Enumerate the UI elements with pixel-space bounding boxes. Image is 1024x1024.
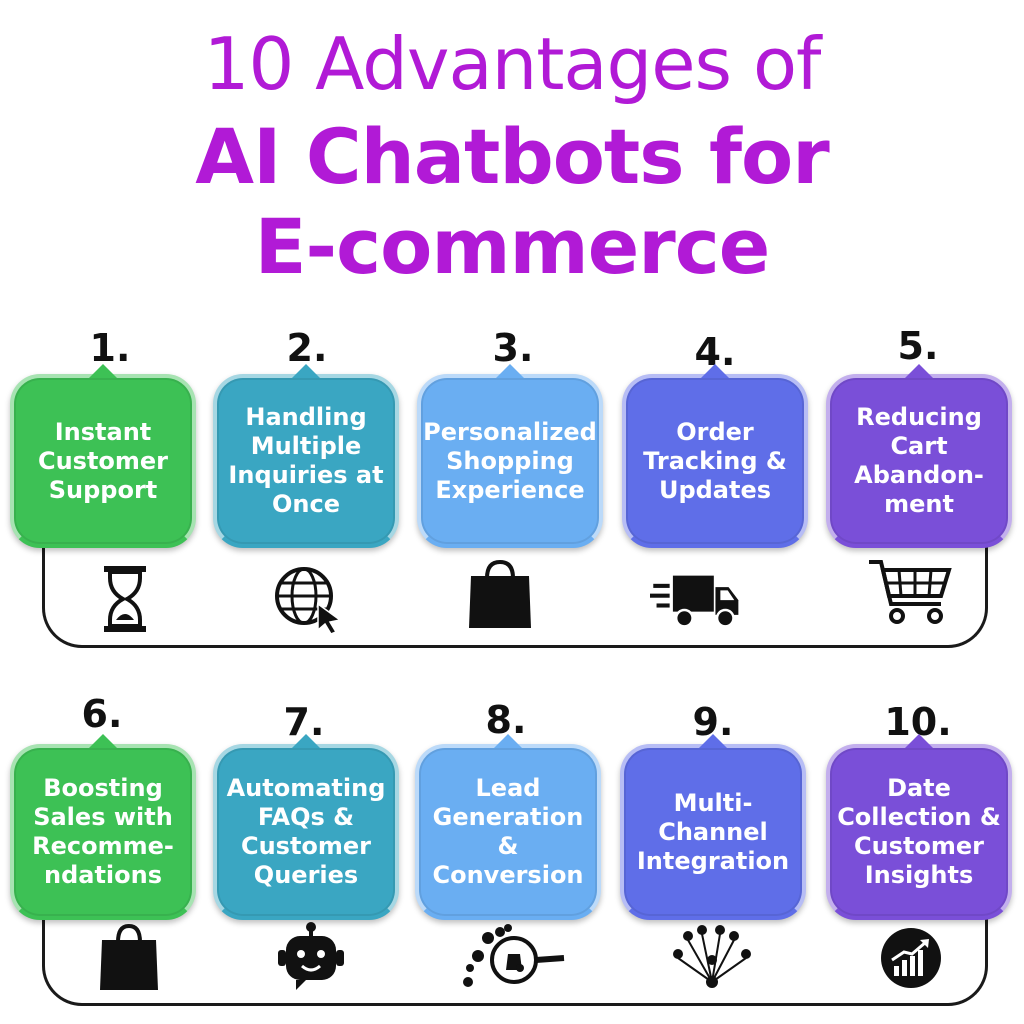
robot-icon xyxy=(266,922,356,992)
row-2-frame xyxy=(42,896,988,1006)
advantage-label: Lead Generation & Conversion xyxy=(432,774,584,889)
shopping-cart-icon xyxy=(865,556,955,626)
title-line-3: E-commerce xyxy=(254,202,771,291)
item-number: 5. xyxy=(897,324,939,368)
shopping-bag-icon xyxy=(84,924,174,994)
advantage-label: Handling Multiple Inquiries at Once xyxy=(228,403,384,518)
item-number: 2. xyxy=(286,326,328,370)
advantage-card: Multi-Channel Integration xyxy=(620,734,806,920)
item-number: 1. xyxy=(89,326,131,370)
advantage-card: Order Tracking & Updates xyxy=(622,364,808,548)
advantage-label: Order Tracking & Updates xyxy=(643,417,787,504)
item-number: 6. xyxy=(81,692,123,736)
advantage-card: Boosting Sales with Recomme-ndations xyxy=(10,734,196,920)
advantage-card: Handling Multiple Inquiries at Once xyxy=(213,364,399,548)
advantage-label: Boosting Sales with Recomme-ndations xyxy=(32,774,174,889)
advantage-label: Automating FAQs & Customer Queries xyxy=(226,774,386,889)
advantage-label: Multi-Channel Integration xyxy=(636,788,790,875)
advantage-card: Date Collection & Customer Insights xyxy=(826,734,1012,920)
advantage-card: Automating FAQs & Customer Queries xyxy=(213,734,399,920)
advantage-card: Instant Customer Support xyxy=(10,364,196,548)
advantage-label: Personalized Shopping Experience xyxy=(423,417,597,504)
advantage-card: Reducing Cart Abandon-ment xyxy=(826,364,1012,548)
advantage-label: Reducing Cart Abandon-ment xyxy=(854,403,984,518)
advantage-label: Instant Customer Support xyxy=(37,417,169,504)
network-people-icon xyxy=(668,924,758,994)
title-line-1: 10 Advantages of xyxy=(203,22,822,106)
advantage-card: Personalized Shopping Experience xyxy=(417,364,603,548)
item-number: 3. xyxy=(492,326,534,370)
delivery-truck-icon xyxy=(650,566,740,636)
shopping-bag-icon xyxy=(455,560,545,630)
title-line-2: AI Chatbots for xyxy=(195,112,829,201)
globe-cursor-icon xyxy=(262,564,352,634)
advantage-card: Lead Generation & Conversion xyxy=(415,734,601,920)
hourglass-icon xyxy=(80,564,170,634)
advantage-label: Date Collection & Customer Insights xyxy=(837,774,1001,889)
growth-chart-icon xyxy=(866,924,956,994)
magnifier-leads-icon xyxy=(458,924,568,994)
row-1-frame xyxy=(42,530,988,648)
